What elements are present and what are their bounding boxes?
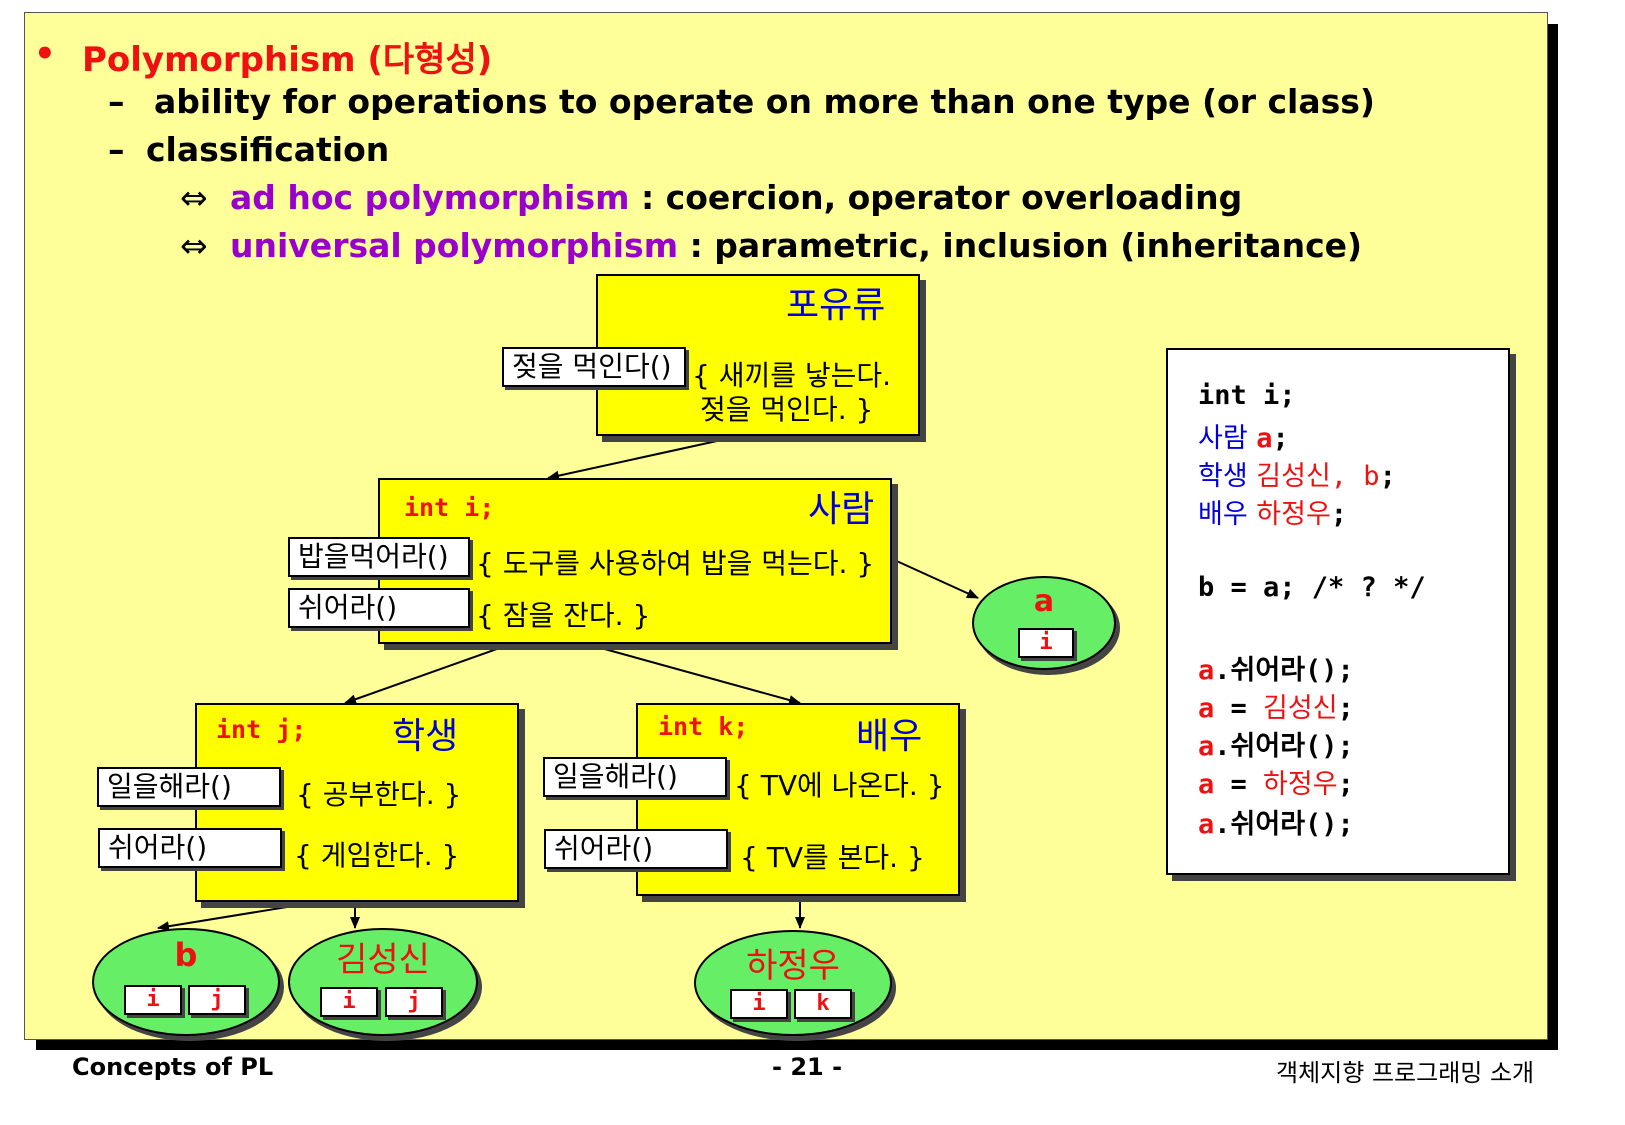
method-actor-work: 일을해라(): [543, 757, 727, 797]
universal-desc: : parametric, inclusion (inheritance): [689, 226, 1363, 265]
code-type-student: 학생: [1198, 461, 1257, 492]
double-arrow-icon: ⇔: [180, 226, 208, 265]
code-panel: int i; 사람 a; 학생 김성신, b; 배우 하정우; b = a; /…: [1166, 348, 1510, 875]
class-title-person: 사람: [808, 489, 875, 530]
class-title-student: 학생: [392, 716, 459, 757]
object-a-slot-i: i: [1018, 628, 1074, 658]
bullet-marker: •: [34, 34, 56, 74]
arrow-person-actor: [571, 639, 801, 705]
code-var-a: a: [1256, 423, 1273, 454]
code-semicolon: ;: [1337, 769, 1354, 800]
code-var-a: a: [1198, 769, 1215, 800]
code-line-10: a.쉬어라();: [1198, 802, 1354, 841]
body-actor-work: { TV에 나온다. }: [734, 769, 945, 802]
universal-term: universal polymorphism: [230, 226, 679, 265]
field-actor: int k;: [658, 712, 749, 741]
code-line-7: a = 김성신;: [1198, 686, 1354, 725]
object-a: a i: [972, 576, 1116, 670]
code-line-2: 사람 a;: [1198, 416, 1289, 455]
object-b-slot-i: i: [124, 985, 182, 1015]
definition-line: ability for operations to operate on mor…: [154, 82, 1375, 121]
code-semicolon: ;: [1379, 461, 1396, 492]
object-b-slot-j: j: [188, 985, 246, 1015]
code-assign: =: [1214, 693, 1264, 724]
field-person: int i;: [404, 493, 495, 522]
code-line-4: 배우 하정우;: [1198, 492, 1347, 531]
code-semicolon: ;: [1330, 499, 1348, 530]
body-person-eat: { 도구를 사용하여 밥을 먹는다. }: [476, 547, 875, 580]
body-mammal-1: { 새끼를 낳는다.: [692, 359, 892, 392]
code-line-3: 학생 김성신, b;: [1198, 454, 1396, 493]
dash-marker-2: –: [108, 130, 125, 169]
object-kim-label: 김성신: [336, 940, 430, 980]
page-number: - 21 -: [772, 1053, 843, 1081]
object-a-label: a: [1033, 584, 1055, 619]
object-b: b i j: [92, 928, 280, 1036]
method-person-rest: 쉬어라(): [288, 588, 470, 628]
code-semicolon: ;: [1337, 693, 1354, 724]
code-call-rest: .쉬어라();: [1214, 731, 1354, 762]
class-title-actor: 배우: [856, 716, 923, 757]
code-val-ha: 하정우: [1263, 769, 1338, 800]
classification-line: classification: [146, 130, 390, 169]
code-line-6: a.쉬어라();: [1198, 648, 1354, 687]
code-semicolon: ;: [1272, 423, 1289, 454]
object-kim-slot-j: j: [385, 987, 443, 1017]
code-var-kim-b: 김성신, b: [1256, 461, 1380, 492]
arrow-student-b: [157, 897, 343, 932]
adhoc-line: ad hoc polymorphism : coercion, operator…: [230, 178, 1242, 217]
object-ha-slot-i: i: [730, 989, 788, 1019]
code-var-a: a: [1198, 809, 1215, 840]
code-line-1: int i;: [1198, 380, 1296, 411]
class-title-mammal: 포유류: [786, 285, 886, 326]
arrow-person-student: [344, 639, 523, 705]
code-val-kim: 김성신: [1263, 693, 1338, 724]
code-call-rest: .쉬어라();: [1214, 809, 1354, 840]
method-student-rest: 쉬어라(): [98, 828, 282, 868]
object-ha: 하정우 i k: [694, 930, 892, 1036]
code-assign: =: [1214, 769, 1264, 800]
code-type-actor: 배우: [1198, 499, 1257, 530]
object-kim-slot-i: i: [320, 987, 378, 1017]
method-mammal-nurse: 젖을 먹인다(): [502, 347, 686, 387]
code-line-5: b = a; /* ? */: [1198, 572, 1426, 603]
object-b-label: b: [174, 936, 198, 974]
code-type-person: 사람: [1198, 423, 1257, 454]
double-arrow-icon: ⇔: [180, 178, 208, 217]
slide-title: Polymorphism (다형성): [82, 40, 493, 80]
code-var-a: a: [1198, 693, 1215, 724]
body-person-rest: { 잠을 잔다. }: [476, 599, 651, 632]
code-line-8: a.쉬어라();: [1198, 724, 1354, 763]
field-student: int j;: [216, 715, 307, 744]
code-var-a: a: [1198, 655, 1215, 686]
body-student-work: { 공부한다. }: [296, 778, 462, 811]
adhoc-desc: : coercion, operator overloading: [641, 178, 1243, 217]
slide-shadow-right: [1548, 24, 1558, 1048]
footer-left: Concepts of PL: [72, 1053, 274, 1081]
body-mammal-2: 젖을 먹인다. }: [700, 393, 874, 426]
object-kim: 김성신 i j: [288, 928, 478, 1036]
object-ha-label: 하정우: [746, 946, 840, 986]
code-call-rest: .쉬어라();: [1214, 655, 1354, 686]
code-var-ha: 하정우: [1256, 499, 1331, 530]
universal-line: universal polymorphism : parametric, inc…: [230, 226, 1362, 265]
dash-marker-1: –: [108, 82, 125, 121]
slide-shadow-bottom: [36, 1040, 1558, 1050]
method-student-work: 일을해라(): [97, 767, 281, 807]
body-actor-rest: { TV를 본다. }: [740, 841, 925, 874]
arrow-person-a: [889, 557, 979, 599]
method-person-eat: 밥을먹어라(): [288, 537, 470, 577]
code-line-9: a = 하정우;: [1198, 762, 1354, 801]
adhoc-term: ad hoc polymorphism: [230, 178, 630, 217]
body-student-rest: { 게임한다. }: [294, 839, 460, 872]
method-actor-rest: 쉬어라(): [544, 829, 728, 869]
footer-right: 객체지향 프로그래밍 소개: [1276, 1059, 1535, 1087]
arrow-mammal-person: [547, 431, 759, 481]
object-ha-slot-k: k: [794, 989, 852, 1019]
code-var-a: a: [1198, 731, 1215, 762]
